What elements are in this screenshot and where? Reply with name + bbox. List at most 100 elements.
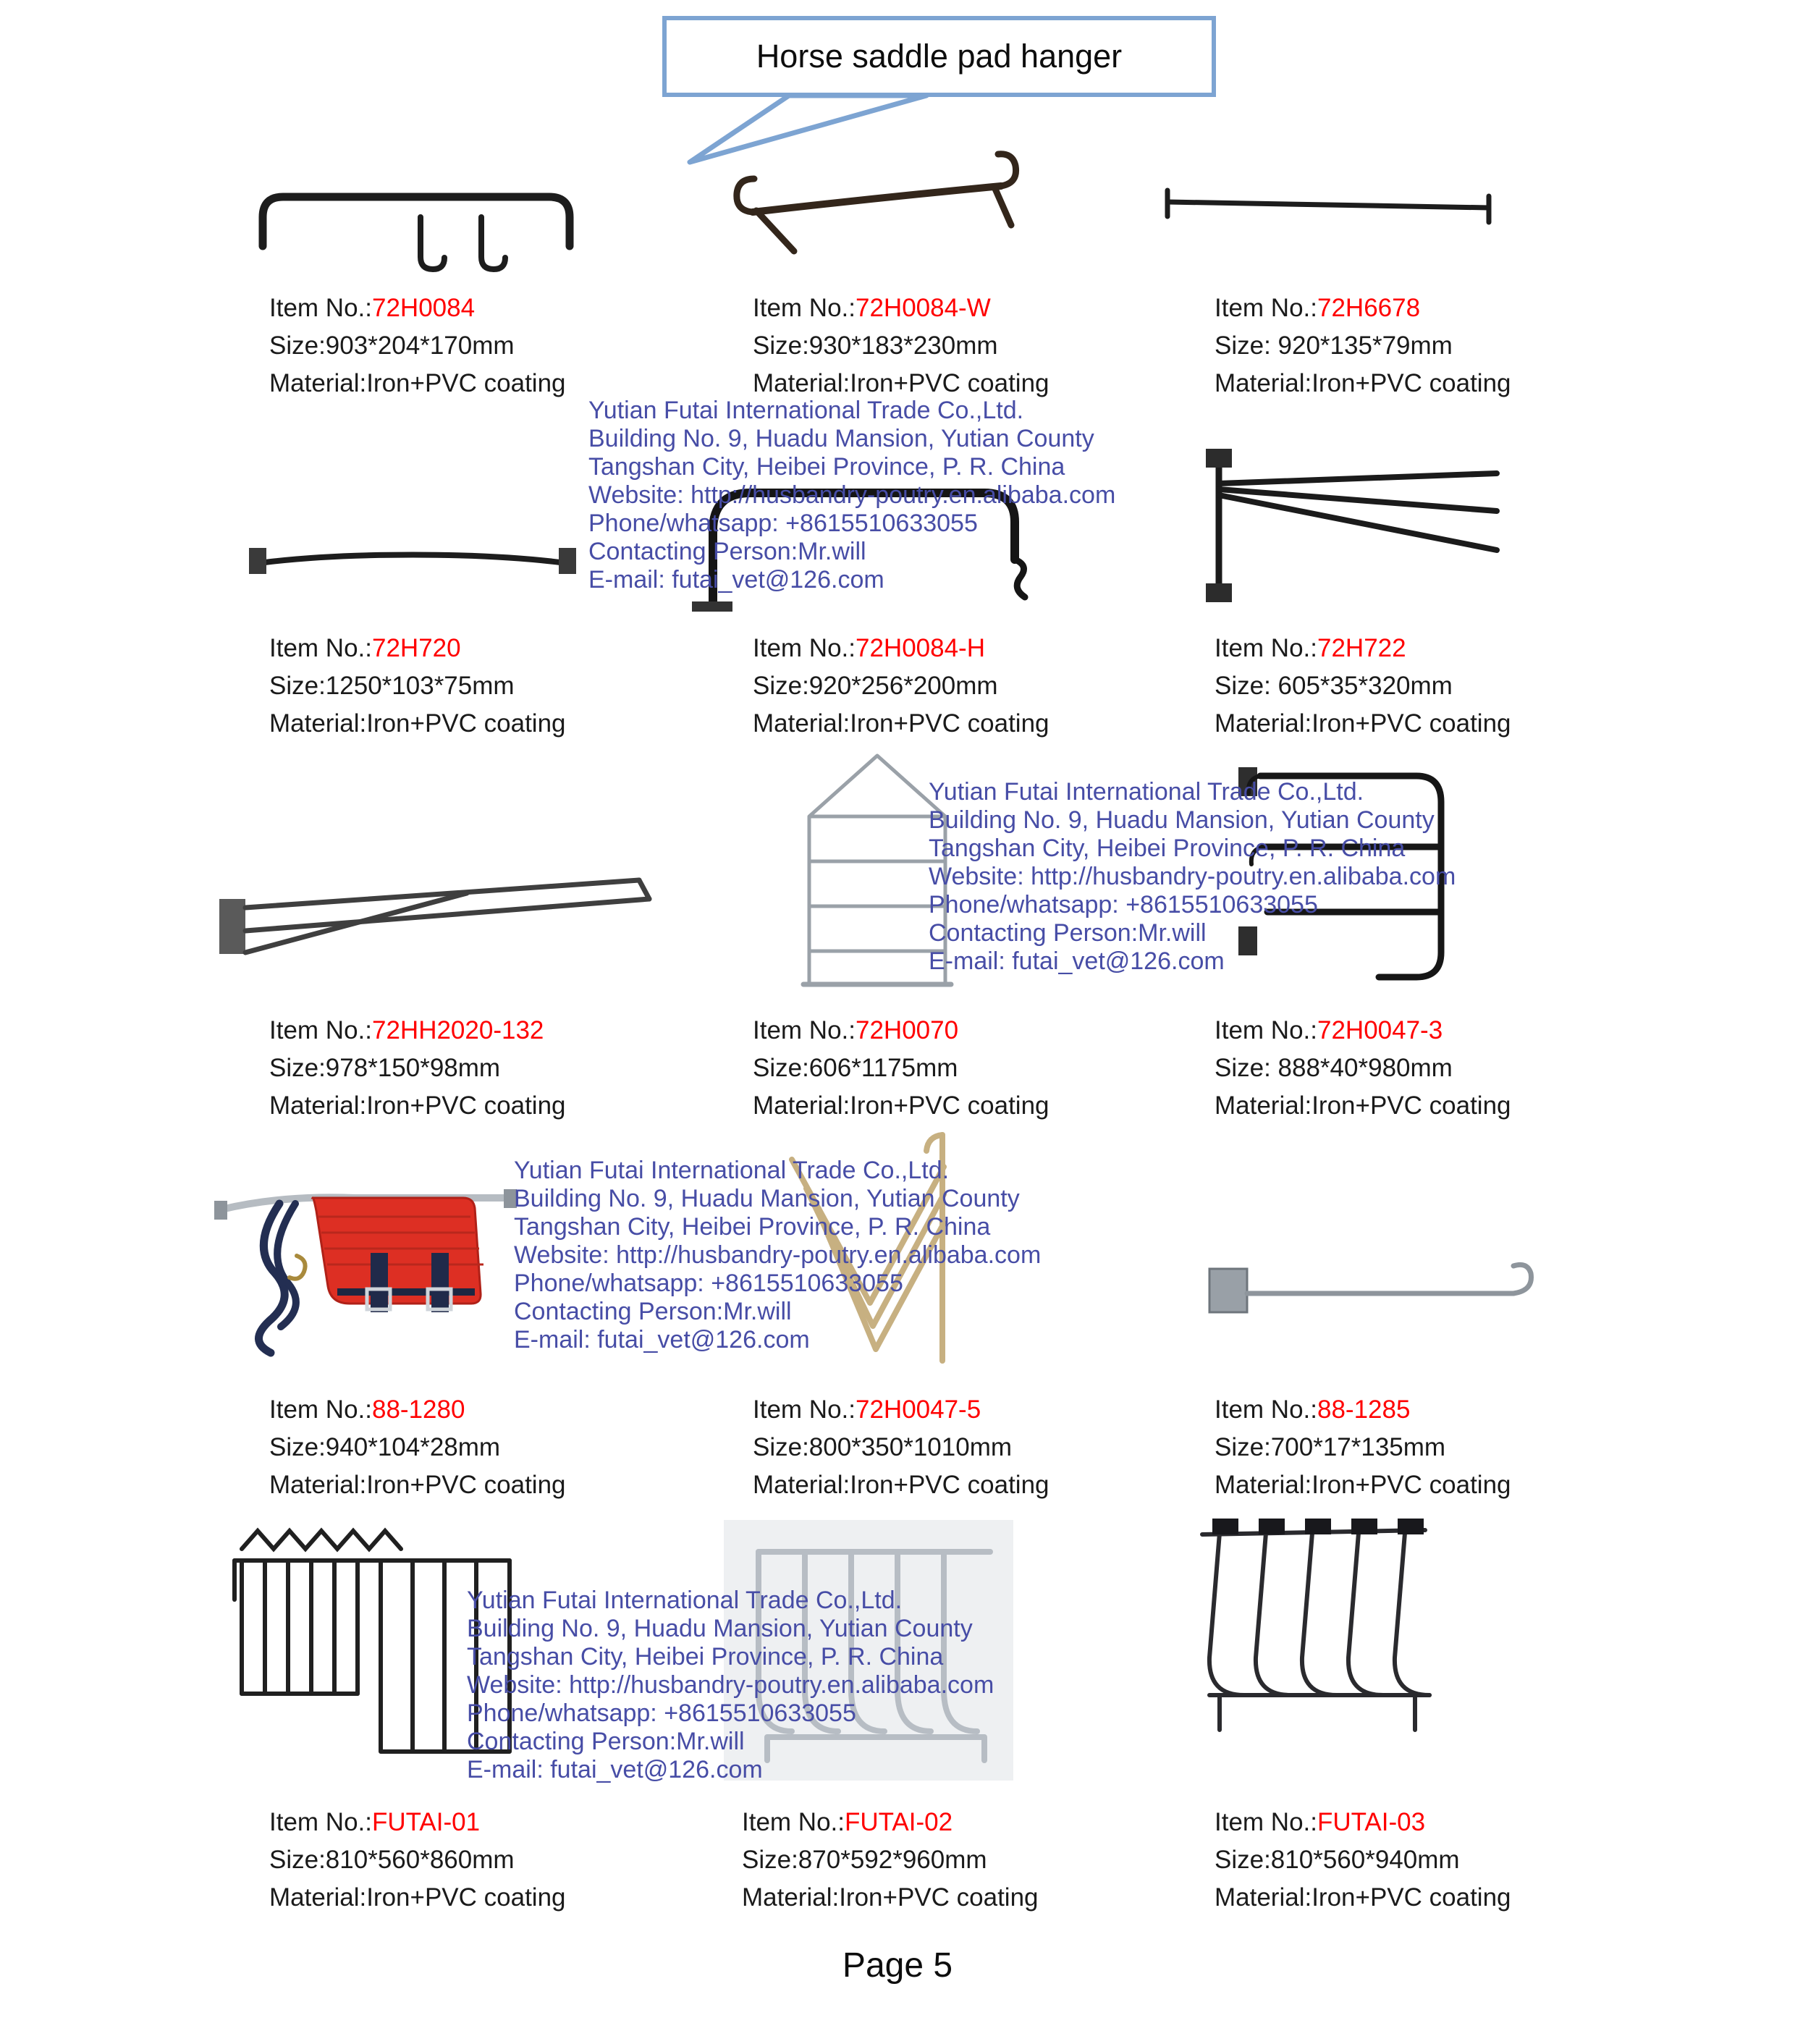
item-no-value: 72HH2020-132 <box>371 1016 544 1044</box>
item-no-label: Item No.: <box>269 1395 372 1424</box>
item-no-line: Item No.:72H0047-3 <box>1215 1012 1511 1050</box>
watermark-line: Website: http://husbandry-poutry.en.alib… <box>929 863 1456 890</box>
product-info: Item No.:88-1285 Size:700*17*135mm Mater… <box>1215 1391 1511 1504</box>
size-line: Size:606*1175mm <box>753 1054 958 1082</box>
material-line: Material:Iron+PVC coating <box>1215 709 1511 738</box>
watermark-company-info: Yutian Futai International Trade Co.,Ltd… <box>929 778 1456 976</box>
item-no-label: Item No.: <box>269 1016 372 1044</box>
item-no-value: 72H0047-5 <box>855 1395 981 1424</box>
product-image-72H0047-3 <box>1212 738 1451 992</box>
watermark-line: Tangshan City, Heibei Province, P. R. Ch… <box>514 1213 991 1241</box>
item-no-label: Item No.: <box>269 294 372 322</box>
watermark-line: Building No. 9, Huadu Mansion, Yutian Co… <box>929 806 1435 834</box>
watermark-line: E-mail: futai_vet@126.com <box>929 947 1225 975</box>
material-line: Material:Iron+PVC coating <box>269 1471 566 1499</box>
item-no-line: Item No.:72H6678 <box>1215 290 1511 327</box>
watermark-line: Phone/whatsapp: +8615510633055 <box>929 891 1318 918</box>
product-image-72H0084 <box>250 174 583 275</box>
item-no-value: 72H0047-3 <box>1317 1016 1443 1044</box>
size-line: Size:800*350*1010mm <box>753 1433 1013 1461</box>
product-image-FUTAI-03 <box>1176 1505 1466 1755</box>
size-line: Size: 888*40*980mm <box>1215 1054 1453 1082</box>
size-line: Size:978*150*98mm <box>269 1054 501 1082</box>
size-line: Size:940*104*28mm <box>269 1433 501 1461</box>
material-line: Material:Iron+PVC coating <box>753 709 1049 738</box>
size-line: Size:1250*103*75mm <box>269 672 515 700</box>
item-no-value: 72H0084-W <box>855 294 991 322</box>
material-line: Material:Iron+PVC coating <box>753 1091 1049 1120</box>
watermark-line: Website: http://husbandry-poutry.en.alib… <box>514 1241 1042 1269</box>
item-no-value: 72H722 <box>1317 634 1406 662</box>
product-info: Item No.:72H0047-5 Size:800*350*1010mm M… <box>753 1391 1049 1504</box>
size-line: Size:903*204*170mm <box>269 331 515 360</box>
product-image-72H722 <box>1187 442 1513 612</box>
item-no-line: Item No.:72H0070 <box>753 1012 1049 1050</box>
size-line: Size:870*592*960mm <box>742 1846 987 1874</box>
material-line: Material:Iron+PVC coating <box>269 1091 566 1120</box>
material-line: Material:Iron+PVC coating <box>1215 1471 1511 1499</box>
item-no-line: Item No.:72H0047-5 <box>753 1391 1049 1429</box>
item-no-label: Item No.: <box>1215 1016 1317 1044</box>
watermark-line: Building No. 9, Huadu Mansion, Yutian Co… <box>467 1615 973 1642</box>
watermark-line: Contacting Person:Mr.will <box>588 538 866 565</box>
material-line: Material:Iron+PVC coating <box>742 1883 1039 1912</box>
item-no-label: Item No.: <box>742 1808 845 1836</box>
watermark-line: E-mail: futai_vet@126.com <box>514 1326 810 1353</box>
size-line: Size:930*183*230mm <box>753 331 998 360</box>
item-no-value: FUTAI-03 <box>1317 1808 1426 1836</box>
product-info: Item No.:72H0047-3 Size: 888*40*980mm Ma… <box>1215 1012 1511 1125</box>
item-no-line: Item No.:FUTAI-02 <box>742 1804 1039 1841</box>
title-bubble: Horse saddle pad hanger <box>662 16 1216 97</box>
item-no-label: Item No.: <box>269 634 372 662</box>
item-no-value: 72H720 <box>371 634 461 662</box>
watermark-line: E-mail: futai_vet@126.com <box>467 1756 763 1783</box>
size-line: Size:920*256*200mm <box>753 672 998 700</box>
product-image-72HH2020-132 <box>206 832 670 988</box>
product-info: Item No.:72H0084 Size:903*204*170mm Mate… <box>269 290 566 402</box>
watermark-line: Phone/whatsapp: +8615510633055 <box>467 1699 856 1727</box>
watermark-line: Yutian Futai International Trade Co.,Ltd… <box>588 397 1024 424</box>
page-number: Page 5 <box>842 1946 953 1985</box>
item-no-line: Item No.:72H722 <box>1215 630 1511 667</box>
item-no-line: Item No.:72H0084-H <box>753 630 1049 667</box>
item-no-label: Item No.: <box>1215 1808 1317 1836</box>
item-no-label: Item No.: <box>269 1808 372 1836</box>
item-no-label: Item No.: <box>753 294 856 322</box>
product-image-72H0084-W <box>713 141 1046 261</box>
item-no-line: Item No.:72HH2020-132 <box>269 1012 566 1050</box>
material-line: Material:Iron+PVC coating <box>1215 1883 1511 1912</box>
watermark-line: E-mail: futai_vet@126.com <box>588 566 884 594</box>
size-line: Size: 605*35*320mm <box>1215 672 1453 700</box>
product-image-88-1280 <box>210 1147 521 1361</box>
watermark-line: Building No. 9, Huadu Mansion, Yutian Co… <box>514 1185 1020 1212</box>
product-image-72H6678 <box>1154 177 1502 239</box>
product-info: Item No.:88-1280 Size:940*104*28mm Mater… <box>269 1391 566 1504</box>
watermark-company-info: Yutian Futai International Trade Co.,Ltd… <box>467 1587 994 1784</box>
product-image-72H0070 <box>782 746 973 1002</box>
item-no-label: Item No.: <box>753 634 856 662</box>
item-no-line: Item No.:FUTAI-03 <box>1215 1804 1511 1841</box>
item-no-line: Item No.:88-1280 <box>269 1391 566 1429</box>
watermark-line: Website: http://husbandry-poutry.en.alib… <box>588 481 1116 509</box>
product-info: Item No.:72H0070 Size:606*1175mm Materia… <box>753 1012 1049 1125</box>
watermark-line: Tangshan City, Heibei Province, P. R. Ch… <box>929 835 1406 862</box>
item-no-value: FUTAI-01 <box>371 1808 481 1836</box>
page-title: Horse saddle pad hanger <box>756 38 1123 75</box>
product-info: Item No.:72H722 Size: 605*35*320mm Mater… <box>1215 630 1511 743</box>
watermark-line: Contacting Person:Mr.will <box>929 919 1207 947</box>
material-line: Material:Iron+PVC coating <box>269 1883 566 1912</box>
item-no-value: 72H0070 <box>855 1016 959 1044</box>
product-info: Item No.:72H0084-W Size:930*183*230mm Ma… <box>753 290 1049 402</box>
product-info: Item No.:72H0084-H Size:920*256*200mm Ma… <box>753 630 1049 743</box>
size-line: Size:810*560*940mm <box>1215 1846 1460 1874</box>
material-line: Material:Iron+PVC coating <box>1215 1091 1511 1120</box>
item-no-label: Item No.: <box>1215 634 1317 662</box>
watermark-line: Contacting Person:Mr.will <box>467 1728 745 1755</box>
product-image-FUTAI-02 <box>724 1520 1013 1781</box>
material-line: Material:Iron+PVC coating <box>1215 369 1511 397</box>
watermark-line: Phone/whatsapp: +8615510633055 <box>588 510 978 537</box>
watermark-line: Yutian Futai International Trade Co.,Ltd… <box>929 778 1364 806</box>
item-no-line: Item No.:88-1285 <box>1215 1391 1511 1429</box>
item-no-label: Item No.: <box>1215 1395 1317 1424</box>
